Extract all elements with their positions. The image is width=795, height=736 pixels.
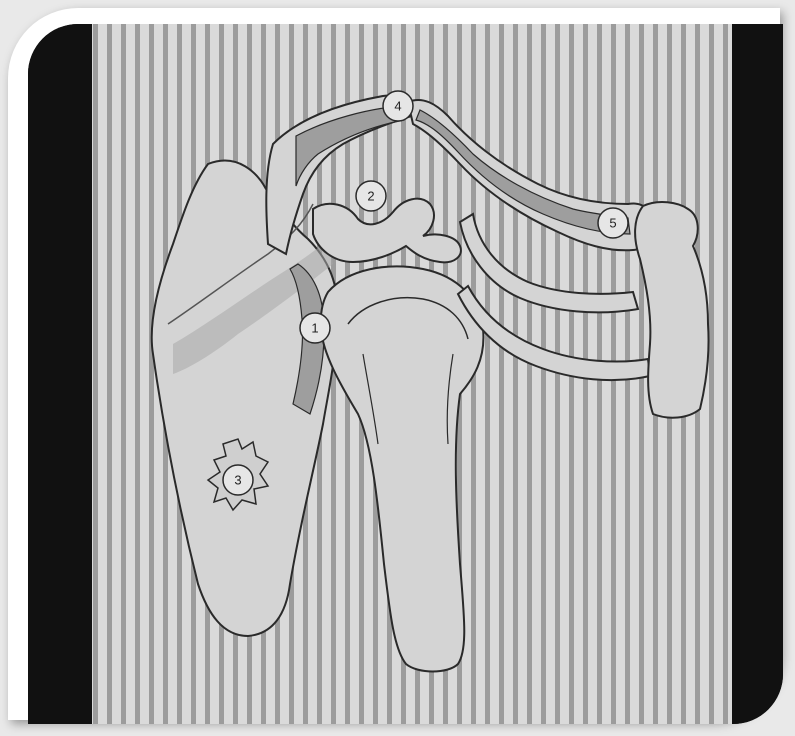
shoulder-diagram: 1 2 3 4 5 xyxy=(28,24,783,724)
diagram-canvas: 1 2 3 4 5 xyxy=(28,24,783,724)
marker-5-label: 5 xyxy=(609,216,616,231)
left-dark-margin xyxy=(28,24,92,724)
marker-4-label: 4 xyxy=(394,99,401,114)
marker-3: 3 xyxy=(223,465,253,495)
marker-2: 2 xyxy=(356,181,386,211)
marker-3-label: 3 xyxy=(234,473,241,488)
marker-1-label: 1 xyxy=(311,321,318,336)
right-dark-margin xyxy=(732,24,783,724)
marker-1: 1 xyxy=(300,313,330,343)
marker-5: 5 xyxy=(598,208,628,238)
marker-4: 4 xyxy=(383,91,413,121)
marker-2-label: 2 xyxy=(367,189,374,204)
